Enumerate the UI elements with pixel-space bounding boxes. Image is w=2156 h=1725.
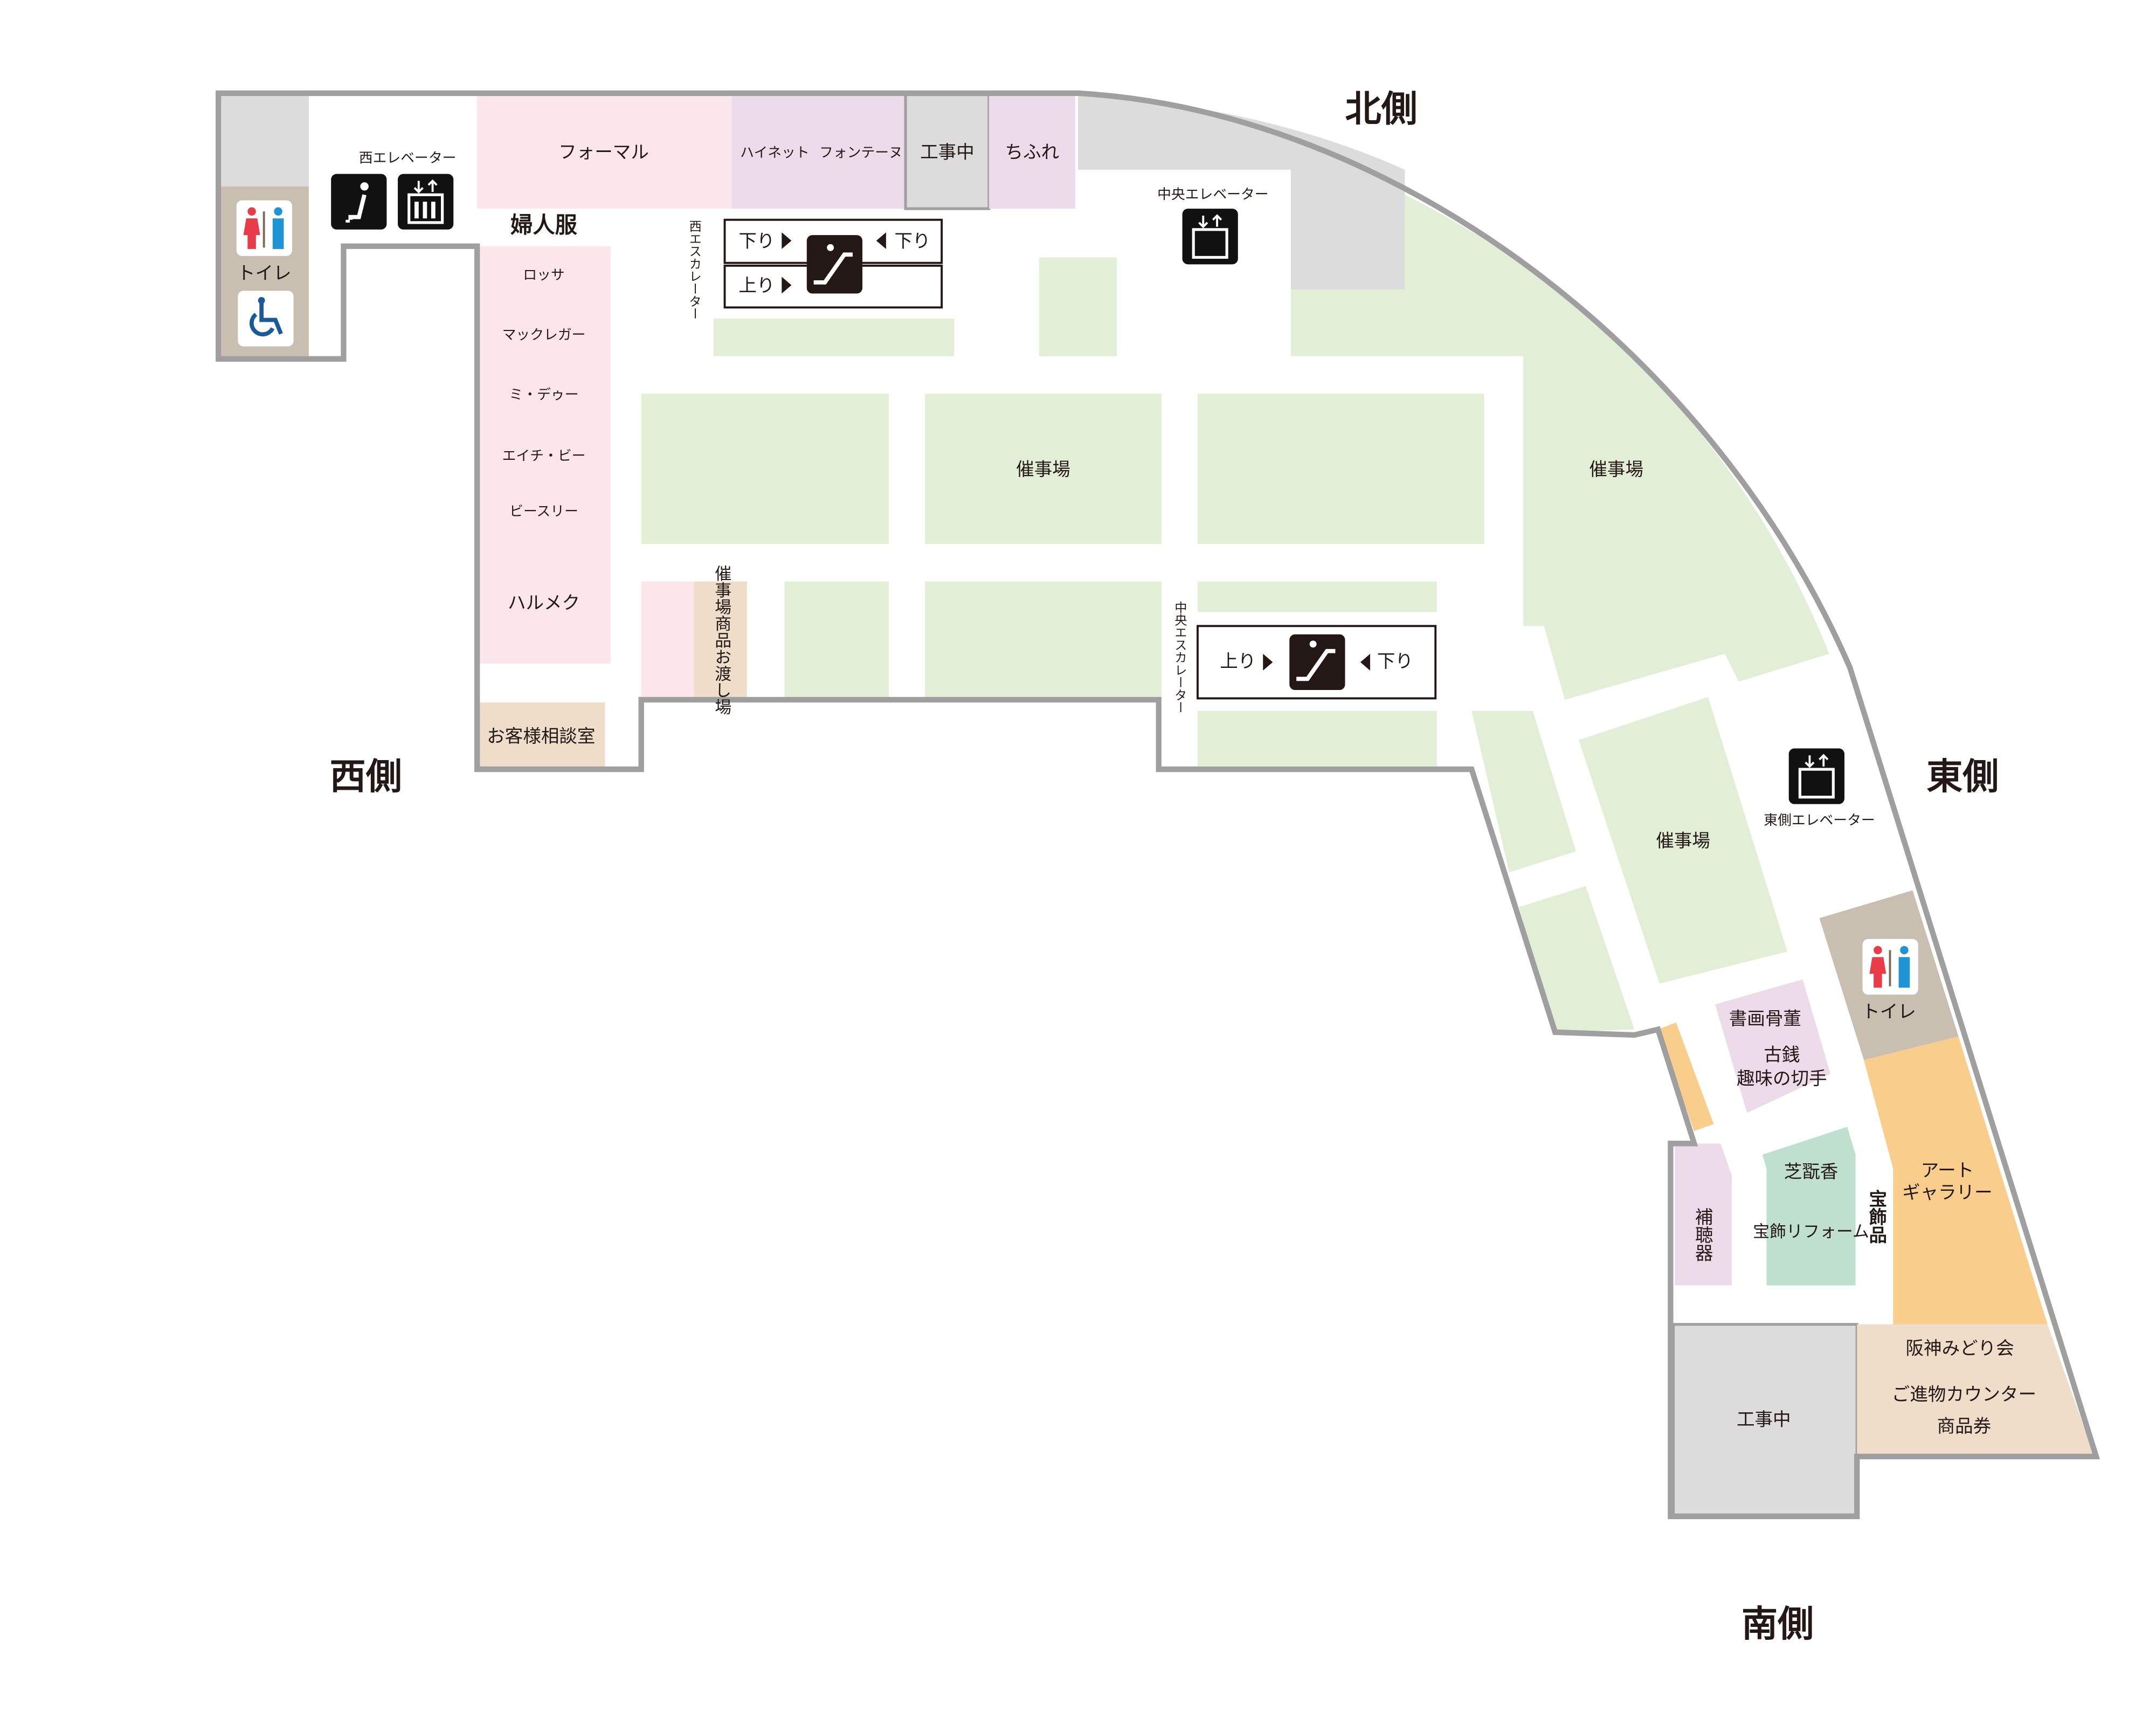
midori-kai-counter[interactable] [1857,1324,2093,1454]
elevator-icon[interactable] [1182,209,1238,265]
escalator-icon [806,235,862,294]
elevator-icon[interactable] [1788,748,1844,804]
west-esc-down-label-left: 下り [738,231,775,252]
event-area[interactable] [713,318,955,356]
shop-mi-deux[interactable]: ミ・デゥー [509,387,579,403]
event-area[interactable] [1197,710,1437,767]
event-area[interactable] [641,394,889,544]
west-esc-down-label-right: 下り [894,231,930,252]
construction-south-label: 工事中 [1737,1409,1791,1430]
womens-shops-area[interactable] [477,246,611,664]
floor-outline [216,90,2100,1520]
jewelry-label: 宝飾品 [1866,1189,1887,1244]
event-hall-north-label: 催事場 [1589,459,1643,480]
shop-hearing-aids[interactable] [1675,1143,1732,1286]
shop-formal-label: フォーマル [558,141,649,162]
hearing-aids-label: 補聴器 [1692,1208,1713,1262]
north-gray-area [1078,96,1405,289]
event-area[interactable] [784,581,889,697]
west-toilet-label: トイレ [237,263,292,284]
pickup-label: 催事場商品お渡し場 [711,565,731,715]
direction-north: 北側 [1345,88,1418,130]
midori-kai-label: 阪神みどり会 [1906,1338,2014,1359]
event-area[interactable] [1519,886,1635,1032]
event-hall-center-label: 催事場 [1016,459,1070,480]
gift-counter-label: ご進物カウンター [1892,1384,2036,1405]
storage-area [221,96,309,187]
direction-east: 東側 [1926,756,1999,798]
stamps-label: 趣味の切手 [1737,1068,1827,1089]
elevator-icon[interactable] [398,174,454,230]
jewelry-reform-label: 宝飾リフォーム [1753,1222,1869,1241]
art-gallery-label-1: アート [1921,1160,1974,1181]
seat-icon [331,174,387,230]
shop-fontana-label: フォンテーヌ [819,144,903,161]
event-area[interactable] [1471,710,1576,873]
central-escalator-label: 中央エスカレーター [1172,601,1187,714]
coins-label: 古銭 [1764,1044,1800,1065]
art-gallery-label-2: ギャラリー [1902,1182,1993,1203]
shop-chifure[interactable] [989,96,1075,209]
west-elevator-label: 西エレベーター [359,150,457,167]
customer-consultation-room[interactable] [477,702,605,770]
shop-formal[interactable] [477,96,732,209]
shikankou-label: 芝翫香 [1784,1161,1839,1182]
consultation-label: お客様相談室 [487,726,595,747]
shop-hainet-label: ハイネット [740,144,809,161]
direction-south: 南側 [1742,1603,1814,1645]
orange-strip [1658,1022,1714,1131]
event-area[interactable] [925,581,1162,697]
event-hall-east[interactable] [1579,696,1788,984]
construction-north-label: 工事中 [920,141,975,162]
escalator-icon [1289,634,1345,690]
antiques-label: 書画骨董 [1729,1008,1801,1029]
pink-area [641,581,694,697]
shop-hb[interactable]: エイチ・ビー [502,448,586,464]
pickup-counter[interactable] [694,581,747,697]
central-esc-down-label: 下り [1377,651,1413,672]
shop-chifure-label: ちふれ [1005,141,1060,162]
shop-rossa[interactable]: ロッサ [523,267,564,283]
art-gallery[interactable] [1864,1036,2048,1324]
event-hall-center[interactable] [925,394,1162,544]
shop-hainet-fontana[interactable] [731,96,904,209]
womens-heading: 婦人服 [510,212,578,238]
gift-cards-label: 商品券 [1937,1416,1992,1437]
event-hall-east-label: 催事場 [1656,830,1710,851]
shop-b3[interactable]: ビースリー [509,503,578,520]
shop-shikankou[interactable] [1762,1127,1856,1286]
central-esc-up-label: 上り [1220,651,1256,672]
event-area[interactable] [1197,394,1484,544]
event-hall-north[interactable] [1290,195,1829,700]
shop-mcgregor[interactable]: マックレガー [502,327,586,343]
shop-halmek[interactable]: ハルメク [508,592,580,613]
west-escalator-label: 西エスカレーター [687,220,701,320]
east-elevator-label: 東側エレベーター [1764,812,1875,829]
shop-antiques[interactable] [1715,979,1831,1113]
event-area[interactable] [1039,257,1117,356]
east-toilet-label: トイレ [1862,1001,1916,1022]
west-esc-up-label: 上り [738,275,775,296]
direction-west: 西側 [330,756,402,798]
event-area[interactable] [1197,581,1437,612]
central-elevator-label: 中央エレベーター [1157,187,1268,203]
